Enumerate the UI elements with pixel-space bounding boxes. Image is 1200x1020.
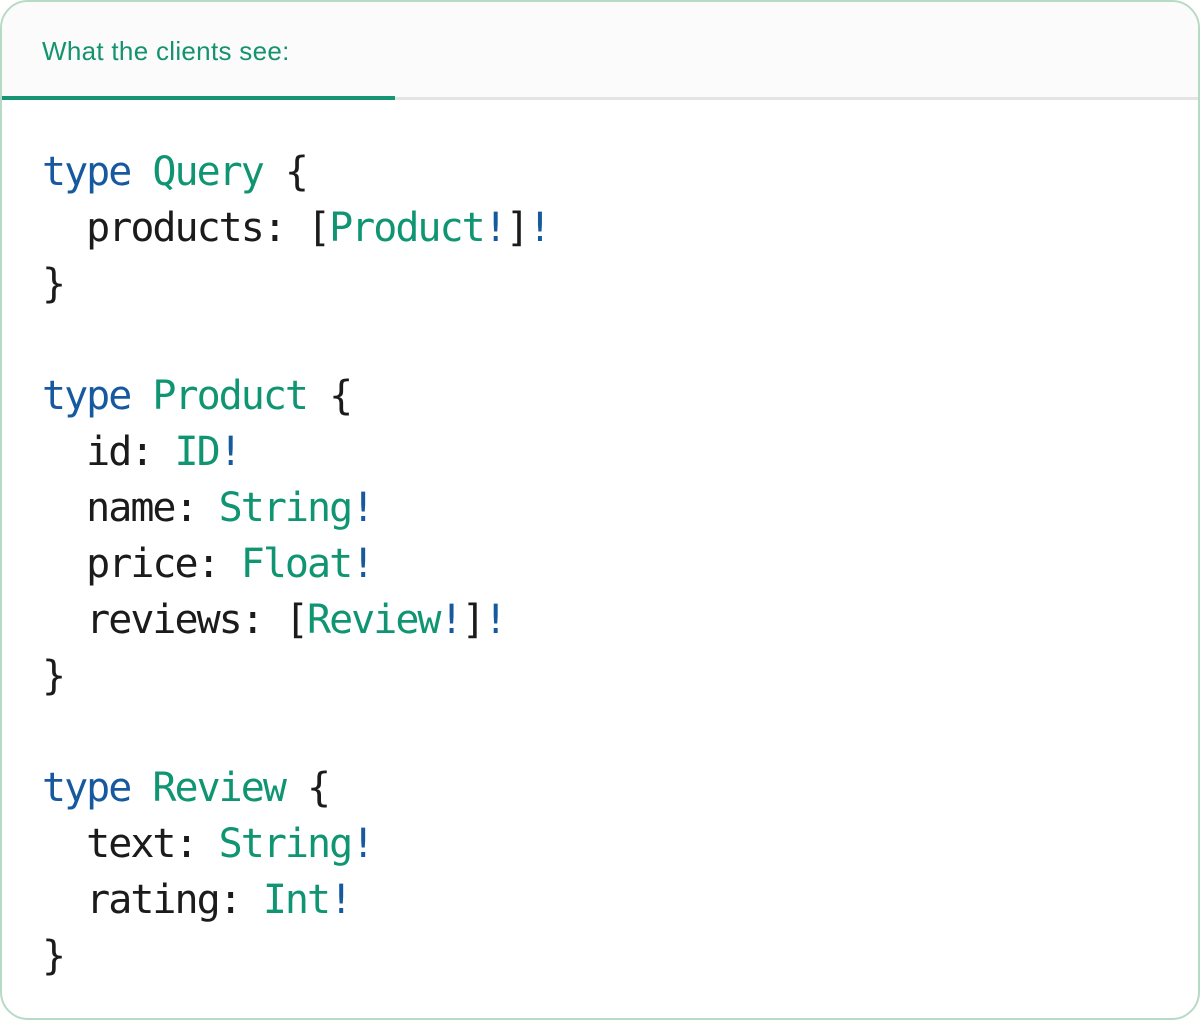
code-token-keyword: ! (483, 597, 508, 643)
code-token-plain: products: [ (42, 205, 331, 251)
code-token-plain: reviews: [ (42, 597, 309, 643)
code-token-type: Float (240, 541, 353, 587)
code-line: text: String! (42, 816, 1158, 872)
code-token-keyword: ! (527, 205, 552, 251)
code-token-type: Review (152, 765, 286, 811)
code-token-type: Review (306, 597, 441, 643)
code-token-type: Product (329, 205, 486, 251)
tab-clients-view[interactable]: What the clients see: (42, 36, 290, 67)
code-line: products: [Product!]! (42, 200, 1158, 256)
code-token-plain: } (42, 261, 66, 307)
code-token-keyword: ! (483, 205, 508, 251)
code-token-plain (130, 149, 152, 195)
code-token-plain: } (42, 933, 66, 979)
code-token-plain: ] (505, 205, 530, 251)
code-line: price: Float! (42, 536, 1158, 592)
code-token-type: ID (174, 429, 221, 475)
code-line (42, 312, 1158, 368)
code-token-plain: name: (42, 485, 219, 531)
code-token-keyword: ! (351, 821, 375, 867)
code-token-plain: rating: (42, 877, 263, 923)
code-token-keyword: type (42, 373, 132, 419)
code-block-graphql-schema: type Query { products: [Product!]!}type … (2, 100, 1198, 984)
code-line (42, 704, 1158, 760)
code-token-plain: text: (42, 821, 219, 867)
code-token-type: String (218, 821, 353, 867)
code-token-type: Product (152, 373, 309, 419)
code-line: type Product { (42, 368, 1158, 424)
code-line: rating: Int! (42, 872, 1158, 928)
code-token-keyword: ! (351, 541, 375, 587)
code-line: } (42, 928, 1158, 984)
code-line: type Query { (42, 144, 1158, 200)
code-line: type Review { (42, 760, 1158, 816)
tab-label: What the clients see: (42, 35, 290, 66)
code-token-type: String (218, 485, 353, 531)
code-token-keyword: type (42, 149, 132, 195)
code-token-plain: price: (42, 541, 241, 587)
code-token-plain: id: (42, 429, 175, 475)
code-token-plain: { (307, 373, 353, 419)
header-divider (2, 96, 1198, 100)
code-token-plain (130, 373, 152, 419)
code-line: } (42, 256, 1158, 312)
code-token-keyword: ! (329, 877, 353, 923)
active-tab-underline (2, 96, 395, 100)
code-line: name: String! (42, 480, 1158, 536)
code-token-keyword: ! (218, 429, 243, 475)
code-token-plain (130, 765, 152, 811)
code-token-plain: ] (461, 597, 486, 643)
code-line: id: ID! (42, 424, 1158, 480)
code-token-plain: { (284, 765, 331, 811)
code-line: reviews: [Review!]! (42, 592, 1158, 648)
code-token-keyword: type (42, 765, 132, 811)
code-token-plain: { (262, 149, 309, 195)
code-line: } (42, 648, 1158, 704)
code-token-type: Int (262, 877, 331, 923)
code-token-keyword: ! (439, 597, 463, 643)
code-token-keyword: ! (351, 485, 375, 531)
code-token-plain: } (42, 653, 66, 699)
code-token-type: Query (152, 149, 264, 195)
card-header: What the clients see: (2, 2, 1198, 100)
